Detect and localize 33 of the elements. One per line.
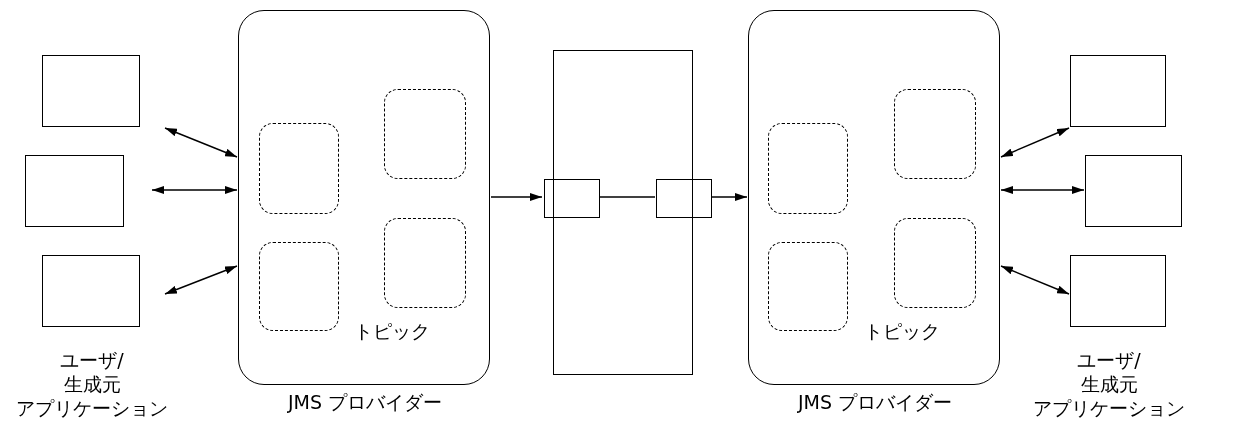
arrow bbox=[151, 186, 238, 194]
dashed-box bbox=[768, 123, 848, 214]
application-label: アプリケーション bbox=[15, 396, 169, 421]
box bbox=[42, 55, 140, 127]
box bbox=[544, 179, 600, 218]
arrow bbox=[1000, 186, 1085, 194]
arrow bbox=[164, 265, 238, 295]
provider-caption: JMS プロバイダー bbox=[796, 390, 954, 415]
dashed-box bbox=[384, 218, 466, 308]
box bbox=[25, 155, 124, 227]
dashed-box bbox=[259, 242, 339, 331]
arrow bbox=[1000, 265, 1070, 295]
box bbox=[656, 179, 712, 218]
dashed-box bbox=[894, 218, 976, 308]
application-label: ユーザ/ bbox=[1076, 348, 1142, 373]
dashed-box bbox=[894, 89, 976, 179]
application-label: 生成元 bbox=[1079, 372, 1139, 397]
dashed-box bbox=[384, 89, 466, 179]
arrow bbox=[490, 193, 543, 201]
arrow bbox=[710, 193, 748, 201]
box bbox=[1085, 155, 1182, 227]
arrow bbox=[1000, 127, 1070, 158]
arrow bbox=[164, 127, 238, 158]
application-label: 生成元 bbox=[62, 372, 122, 397]
box bbox=[1070, 55, 1166, 127]
dashed-box bbox=[259, 123, 339, 214]
dashed-box bbox=[768, 242, 848, 331]
connector-line bbox=[598, 196, 656, 198]
topic-label: トピック bbox=[354, 319, 430, 344]
application-label: アプリケーション bbox=[1032, 396, 1186, 421]
topic-label: トピック bbox=[864, 319, 940, 344]
provider-caption: JMS プロバイダー bbox=[286, 390, 444, 415]
application-label: ユーザ/ bbox=[59, 348, 125, 373]
